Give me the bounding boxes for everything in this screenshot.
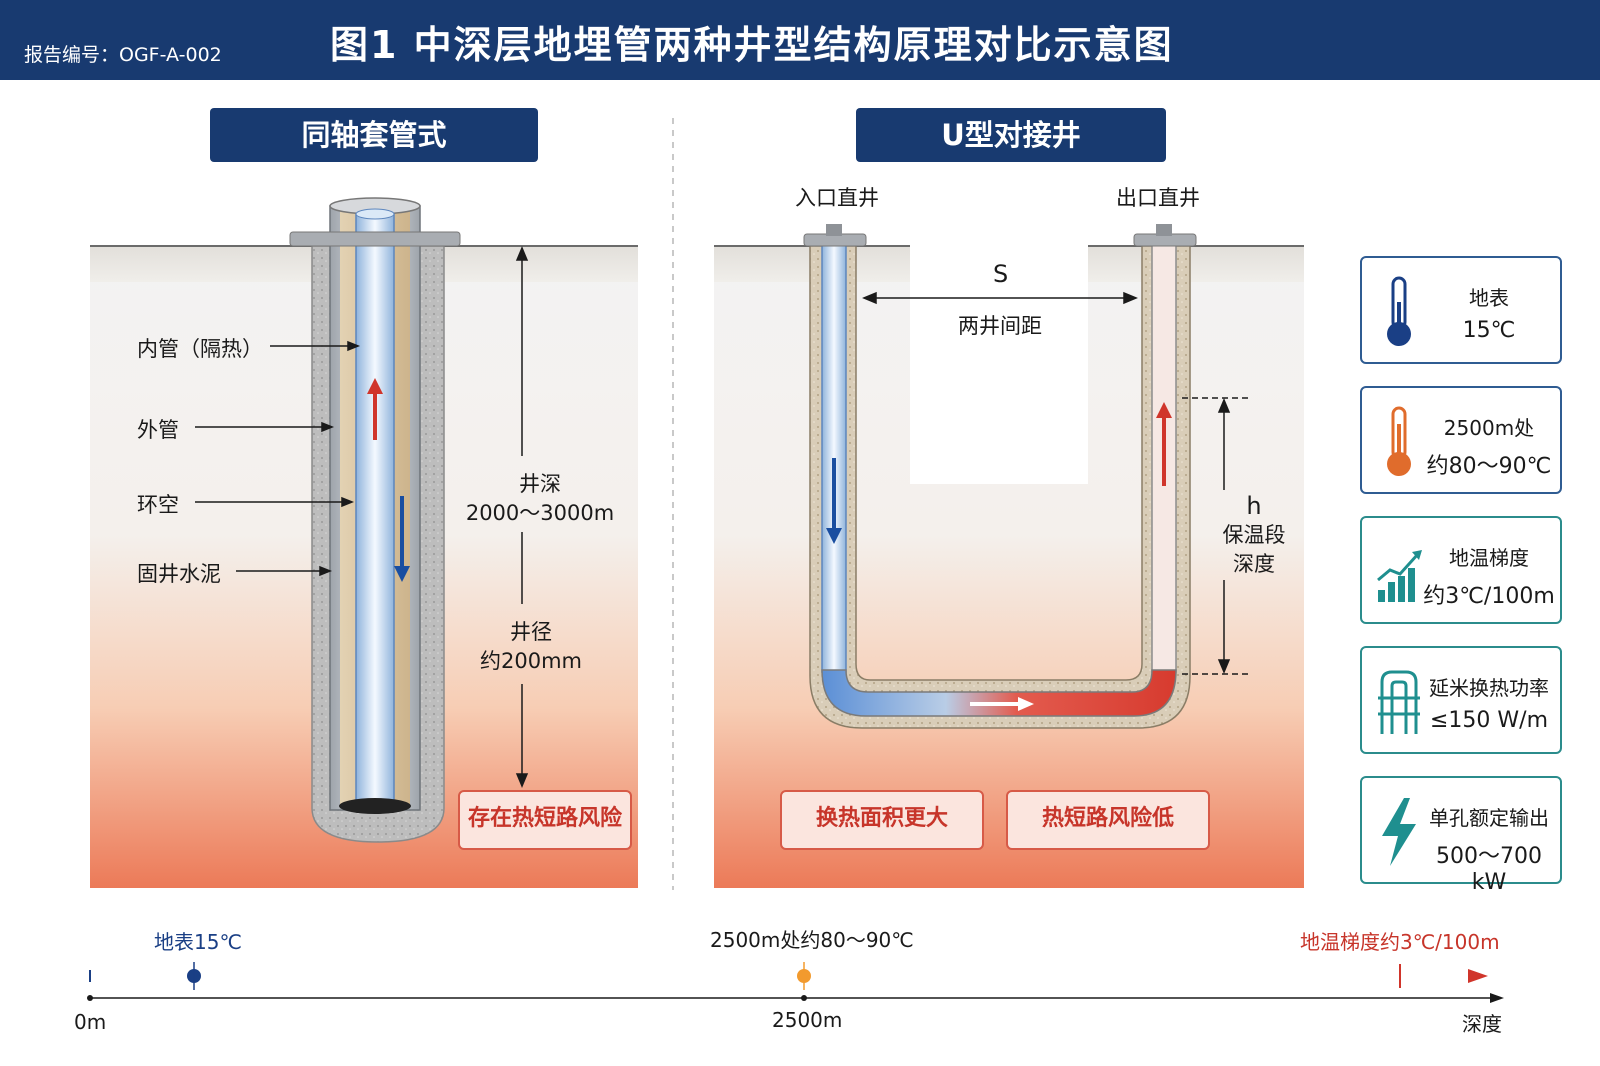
inlet-pipe (821, 241, 847, 673)
gradient-card: 地温梯度 约3℃/100m (1360, 516, 1562, 624)
page-title: 图1 中深层地埋管两种井型结构原理对比示意图 (330, 23, 1174, 67)
h-dimension-label: h 保温段 深度 (1222, 492, 1286, 576)
annulus-label: 环空 (137, 493, 179, 517)
thermometer-cold-icon (1387, 276, 1411, 346)
gradient-label: 地温梯度约3℃/100m (1300, 930, 1500, 954)
coaxial-flange (289, 231, 461, 247)
cement-label: 固井水泥 (137, 562, 221, 586)
thermometer-hot-icon (1387, 406, 1411, 476)
output-card: 单孔额定输出 500～700 kW (1360, 776, 1562, 895)
spacing-symbol: S (993, 260, 1009, 288)
risk-badge: 存在热短路风险 (458, 790, 632, 850)
tick-0m: 0m (74, 1010, 107, 1034)
coaxial-title: 同轴套管式 (210, 108, 538, 162)
axis-depth-label: 深度 (1462, 1012, 1502, 1036)
coaxial-inner-pipe (355, 213, 395, 805)
heat-exchanger-icon (1378, 670, 1420, 734)
outer-pipe-label: 外管 (137, 418, 179, 442)
inner-pipe-label: 内管（隔热） (137, 337, 263, 361)
report-id: 报告编号：OGF-A-002 (24, 44, 222, 66)
inlet-well-label: 入口直井 (795, 186, 879, 210)
mid-temp-label: 2500m处约80～90℃ (710, 928, 914, 952)
spacing-area (910, 236, 1088, 484)
surface-temp-label: 地表15℃ (154, 930, 242, 954)
surface-temp-card: 地表 15℃ (1360, 256, 1562, 364)
tick-2500m: 2500m (772, 1008, 843, 1032)
u-well-title: U型对接井 (856, 108, 1166, 162)
deep-temp-card: 2500m处 约80～90℃ (1360, 386, 1562, 494)
horizontal-pipe (821, 669, 1177, 717)
growth-chart-icon (1377, 550, 1422, 602)
header-bar: 报告编号：OGF-A-002 图1 中深层地埋管两种井型结构原理对比示意图 (0, 0, 1600, 80)
heat-power-card: 延米换热功率 ≤150 W/m (1360, 646, 1562, 754)
low-risk-badge: 热短路风险低 (1006, 790, 1210, 850)
outlet-well-label: 出口直井 (1116, 186, 1200, 210)
lightning-icon (1382, 798, 1416, 866)
well-diameter-label: 井径约200mm (480, 620, 582, 673)
spacing-label: 两井间距 (958, 314, 1042, 338)
heat-area-badge: 换热面积更大 (780, 790, 984, 850)
